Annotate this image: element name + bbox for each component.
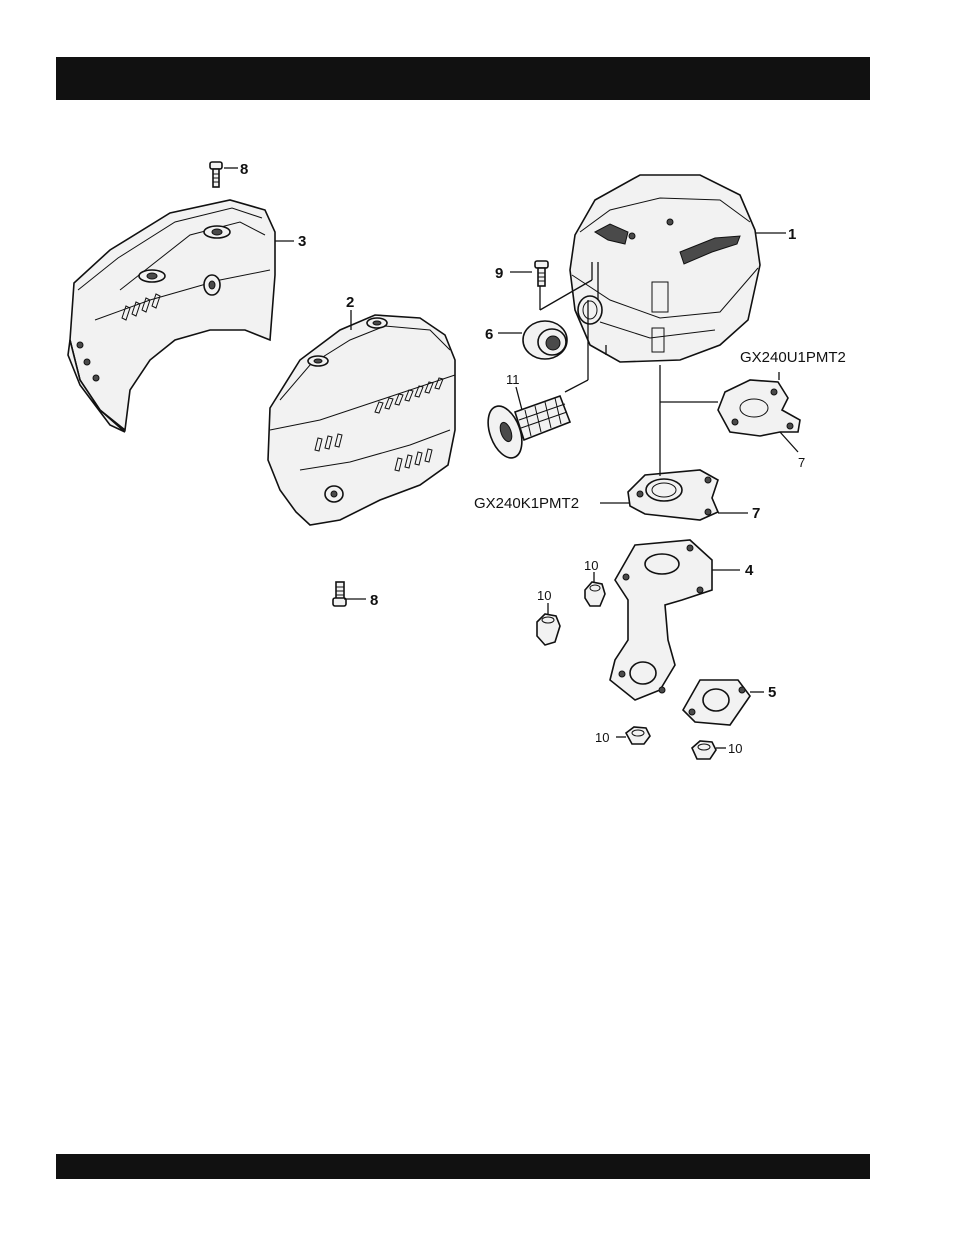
part-8-bolt-lower bbox=[333, 582, 346, 606]
part-7-gasket-k1 bbox=[628, 470, 718, 520]
callout-5: 5 bbox=[768, 684, 776, 701]
footer-bar bbox=[56, 1154, 870, 1179]
part-10-nut-b bbox=[585, 582, 605, 606]
part-11-spark-arrester bbox=[482, 396, 570, 463]
callout-8-top: 8 bbox=[240, 161, 248, 178]
part-5-exhaust-gasket bbox=[683, 680, 750, 725]
callout-11: 11 bbox=[506, 372, 520, 387]
callout-7-k1: 7 bbox=[752, 505, 760, 522]
callout-10-b: 10 bbox=[584, 558, 598, 573]
callout-6: 6 bbox=[485, 326, 493, 343]
part-9-screw bbox=[535, 261, 548, 286]
callout-7-u1: 7 bbox=[798, 455, 805, 470]
part-8-bolt-top bbox=[210, 162, 222, 187]
part-6-seal bbox=[523, 321, 567, 359]
callout-2: 2 bbox=[346, 294, 354, 311]
callout-1: 1 bbox=[788, 226, 796, 243]
part-10-nut-c bbox=[626, 727, 650, 744]
callout-10-c: 10 bbox=[595, 730, 609, 745]
part-10-nut-d bbox=[692, 741, 716, 759]
model-label-u1: GX240U1PMT2 bbox=[740, 349, 846, 366]
callout-9: 9 bbox=[495, 265, 503, 282]
part-4-exhaust-pipe bbox=[610, 540, 712, 700]
part-2-muffler-protector bbox=[268, 315, 455, 525]
callout-4: 4 bbox=[745, 562, 754, 579]
ring-gasket bbox=[578, 296, 602, 324]
part-7-gasket-u1 bbox=[718, 380, 800, 436]
callout-10-a: 10 bbox=[537, 588, 551, 603]
callout-8-lower: 8 bbox=[370, 592, 378, 609]
callout-10-d: 10 bbox=[728, 741, 742, 756]
callout-3: 3 bbox=[298, 233, 306, 250]
part-3-muffler-protector bbox=[68, 200, 275, 432]
model-label-k1: GX240K1PMT2 bbox=[474, 495, 579, 512]
part-10-nut-a bbox=[537, 614, 560, 645]
